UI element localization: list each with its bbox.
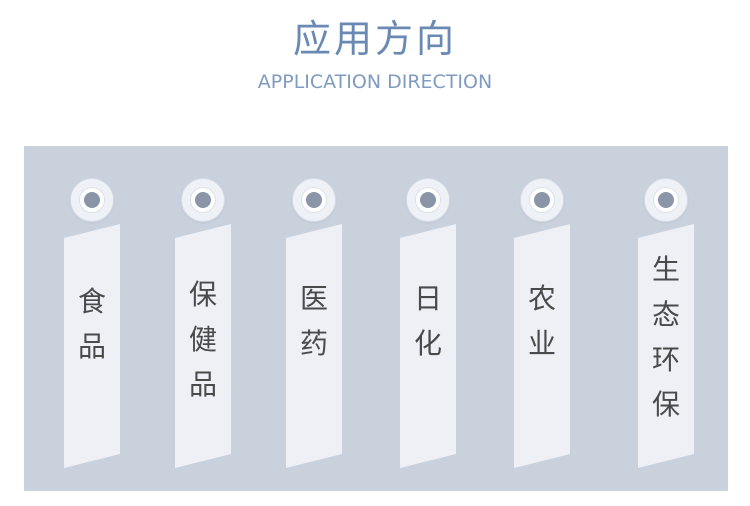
tag-label: 日 化 (400, 276, 456, 366)
tag-item: 生 态 环 保 (638, 178, 698, 468)
tag-label: 生 态 环 保 (638, 247, 694, 427)
tag-item: 食 品 (64, 178, 124, 468)
tag-item: 农 业 (514, 178, 574, 468)
ring-icon (644, 178, 688, 222)
tag-char: 业 (527, 327, 556, 360)
tag-label: 食 品 (64, 279, 120, 369)
tag-label: 医 药 (286, 276, 342, 366)
tag-char: 药 (299, 327, 328, 360)
page-subtitle: APPLICATION DIRECTION (257, 71, 493, 93)
tag-item: 医 药 (286, 178, 346, 468)
ribbon (638, 224, 694, 468)
tag-char: 农 (527, 282, 556, 315)
ring-icon (520, 178, 564, 222)
ribbon (514, 224, 570, 468)
ring-icon (181, 178, 225, 222)
tag-char: 化 (413, 327, 442, 360)
tag-char: 医 (299, 282, 328, 315)
ribbon (286, 224, 342, 468)
tag-char: 健 (188, 323, 217, 356)
tag-char: 保 (188, 278, 217, 311)
tag-char: 日 (413, 282, 442, 315)
tag-item: 保 健 品 (175, 178, 235, 468)
application-panel: 食 品 保 健 品 医 药 日 化 农 业 (24, 146, 728, 491)
tag-char: 保 (651, 388, 680, 421)
ribbon (400, 224, 456, 468)
page-title: 应用方向 (292, 17, 457, 61)
tag-char: 品 (188, 368, 217, 401)
tag-char: 环 (651, 343, 680, 376)
tag-char: 生 (651, 253, 680, 286)
tag-label: 农 业 (514, 276, 570, 366)
tag-char: 态 (651, 298, 680, 331)
tag-char: 品 (77, 330, 106, 363)
ribbon (175, 224, 231, 468)
tag-label: 保 健 品 (175, 272, 231, 407)
ring-icon (406, 178, 450, 222)
ring-icon (292, 178, 336, 222)
ribbon (64, 224, 120, 468)
tag-char: 食 (77, 285, 106, 318)
tag-item: 日 化 (400, 178, 460, 468)
ring-icon (70, 178, 114, 222)
